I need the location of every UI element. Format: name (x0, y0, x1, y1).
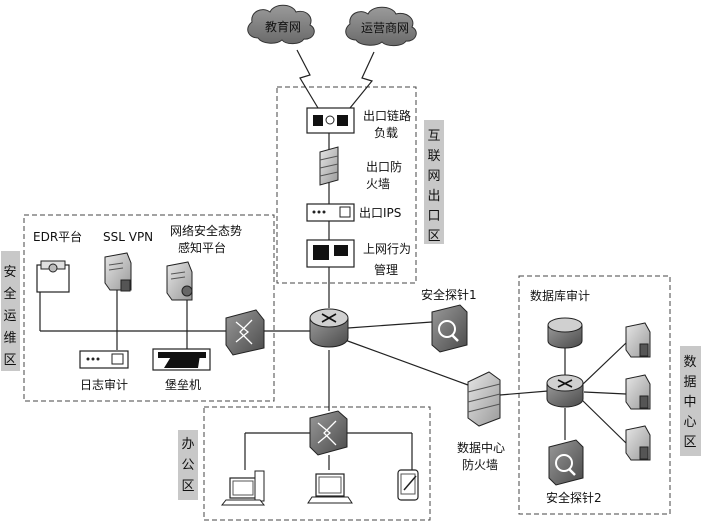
label-devices-situation-1: 感知平台 (178, 240, 226, 255)
label-zones-datacenter-1: 据 (683, 375, 696, 390)
edr-platform-icon (36, 260, 70, 293)
label-zones-internet-exit-2: 网 (427, 169, 440, 184)
load-balancer-icon (306, 107, 355, 134)
label-zones-security-ops-3: 维 (3, 331, 16, 346)
label-clouds-isp: 运营商网 (361, 20, 409, 35)
security-probe-2-icon (548, 439, 584, 486)
office-switch-icon (309, 410, 348, 456)
label-devices-load-balancer-1: 负载 (374, 126, 398, 140)
label-zones-security-ops-0: 安 (3, 265, 16, 280)
office-laptop-icon (307, 473, 353, 504)
label-zones-internet-exit-1: 联 (427, 149, 440, 164)
ssl-vpn-server-icon (104, 252, 132, 292)
exit-firewall-icon (319, 146, 339, 186)
label-zones-datacenter-4: 区 (683, 435, 696, 450)
label-devices-load-balancer-0: 出口链路 (363, 108, 411, 123)
label-zones-office-1: 公 (181, 458, 194, 473)
label-clouds-edu: 教育网 (265, 19, 301, 34)
zone-security-ops-box (23, 214, 275, 402)
label-zones-datacenter-2: 中 (683, 395, 696, 410)
core-router-icon (309, 308, 349, 348)
behavior-management-icon (306, 239, 355, 268)
label-zones-office-2: 区 (181, 479, 194, 494)
label-devices-behavior-mgmt-1: 管理 (374, 262, 398, 277)
label-zones-internet-exit-3: 出 (427, 189, 440, 204)
zone-internet-exit-box (276, 86, 417, 284)
label-devices-dc-firewall-1: 防火墙 (462, 457, 498, 472)
office-tablet-icon (397, 469, 419, 501)
label-zones-internet-exit-0: 互 (427, 129, 440, 144)
label-zones-internet-exit-5: 区 (427, 229, 440, 244)
label-zones-security-ops-1: 全 (3, 286, 16, 302)
cloud-isp-network: 运营商网 (345, 6, 417, 47)
label-devices-ssl-vpn: SSL VPN (103, 230, 153, 244)
zone-label-security-ops: 安 全 运 维 区 (1, 251, 20, 371)
label-zones-security-ops-4: 区 (3, 353, 16, 368)
bastion-host-icon (152, 348, 211, 371)
label-devices-probe1: 安全探针1 (421, 287, 477, 302)
datacenter-router-icon (546, 374, 584, 408)
label-devices-dc-firewall-0: 数据中心 (457, 440, 505, 455)
label-devices-db-audit: 数据库审计 (530, 288, 590, 303)
zone-datacenter-box (518, 275, 671, 515)
zone-office-box (203, 406, 431, 521)
wan-link-bolt-isp (349, 51, 375, 109)
label-zones-datacenter-0: 数 (683, 355, 696, 370)
label-zones-security-ops-2: 运 (3, 309, 16, 324)
label-zones-internet-exit-4: 口 (427, 209, 440, 224)
zone-label-internet-exit: 互 联 网 出 口 区 (424, 120, 444, 244)
label-devices-exit-firewall-0: 出口防 (366, 159, 402, 174)
office-desktop-pc-icon (220, 470, 266, 506)
label-devices-bastion: 堡垒机 (165, 377, 201, 392)
datacenter-firewall-icon (467, 371, 501, 427)
label-devices-exit-firewall-1: 火墙 (366, 177, 390, 191)
zone-label-office: 办 公 区 (178, 430, 198, 500)
label-zones-datacenter-3: 心 (683, 415, 696, 430)
database-server-3-icon (625, 425, 651, 461)
situation-awareness-server-icon (166, 261, 193, 301)
cloud-education-network: 教育网 (247, 4, 315, 45)
label-devices-behavior-mgmt-0: 上网行为 (363, 242, 411, 256)
security-ops-switch-icon (225, 309, 265, 356)
label-devices-probe2: 安全探针2 (546, 490, 602, 505)
security-probe-1-icon (431, 304, 468, 353)
label-zones-office-0: 办 (181, 437, 194, 452)
exit-ips-icon (306, 203, 355, 222)
database-audit-icon (547, 317, 583, 349)
database-server-1-icon (625, 322, 651, 358)
log-audit-icon (79, 350, 129, 369)
zone-label-datacenter: 数 据 中 心 区 (680, 346, 701, 456)
label-devices-situation-0: 网络安全态势 (170, 223, 242, 238)
wan-link-bolt-edu (296, 49, 319, 109)
label-devices-log-audit: 日志审计 (80, 377, 128, 392)
database-server-2-icon (625, 374, 651, 410)
label-devices-exit-ips: 出口IPS (359, 206, 401, 220)
label-devices-edr: EDR平台 (33, 229, 82, 244)
